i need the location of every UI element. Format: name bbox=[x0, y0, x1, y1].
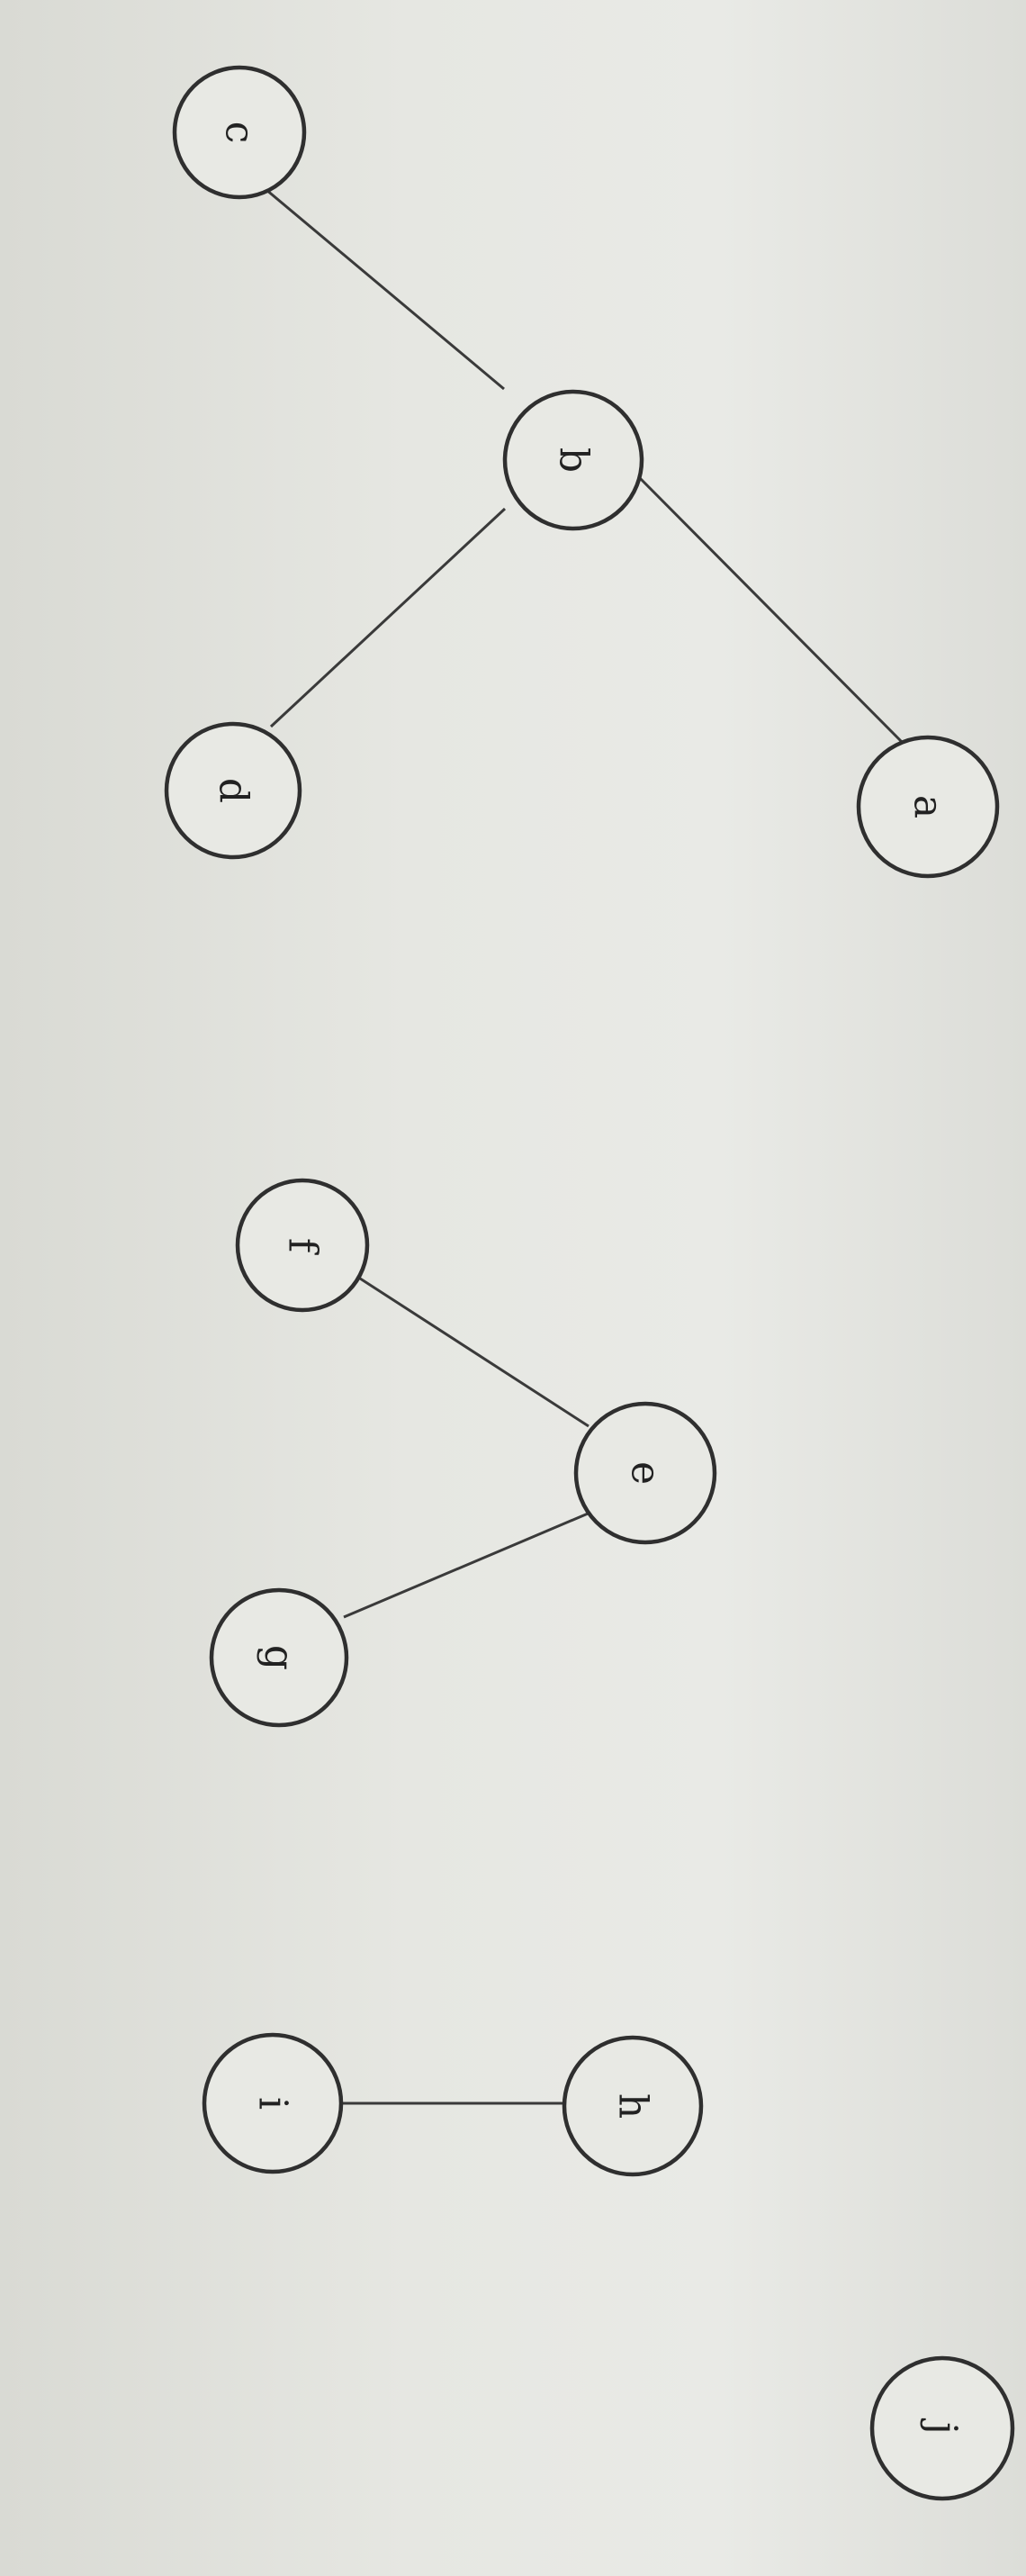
node-g: g bbox=[209, 1587, 349, 1728]
node-b-circle bbox=[502, 389, 644, 531]
node-d: d bbox=[164, 721, 302, 860]
edges-layer bbox=[248, 174, 904, 2105]
node-c: c bbox=[172, 65, 307, 200]
edge-c-b bbox=[248, 174, 505, 391]
node-g-circle bbox=[209, 1587, 349, 1728]
node-j: j bbox=[869, 2355, 1015, 2501]
edge-b-a bbox=[638, 476, 904, 744]
node-d-label: d bbox=[211, 778, 256, 803]
node-i: i bbox=[202, 2032, 344, 2174]
node-h-circle bbox=[562, 2035, 704, 2177]
edge-b-d bbox=[269, 507, 507, 728]
node-b: b bbox=[502, 389, 644, 531]
node-j-circle bbox=[869, 2355, 1015, 2501]
edge-f-e bbox=[341, 1265, 590, 1428]
node-i-circle bbox=[202, 2032, 344, 2174]
node-c-circle bbox=[172, 65, 307, 200]
node-b-label: b bbox=[551, 447, 597, 473]
node-e-circle bbox=[573, 1401, 717, 1545]
node-h: h bbox=[562, 2035, 704, 2177]
node-a: a bbox=[856, 735, 1000, 879]
node-i-label: i bbox=[250, 2097, 296, 2110]
node-h-label: h bbox=[610, 2093, 656, 2119]
node-f: f bbox=[235, 1178, 370, 1313]
node-g-label: g bbox=[256, 1645, 302, 1670]
node-a-label: a bbox=[905, 795, 951, 818]
node-e: e bbox=[573, 1401, 717, 1545]
node-d-circle bbox=[164, 721, 302, 860]
node-c-label: c bbox=[217, 122, 263, 144]
node-f-label: f bbox=[280, 1238, 326, 1255]
node-j-label: j bbox=[920, 2418, 966, 2435]
node-a-circle bbox=[856, 735, 1000, 879]
edge-e-g bbox=[343, 1507, 599, 1619]
node-f-circle bbox=[235, 1178, 370, 1313]
node-e-label: e bbox=[623, 1461, 669, 1485]
